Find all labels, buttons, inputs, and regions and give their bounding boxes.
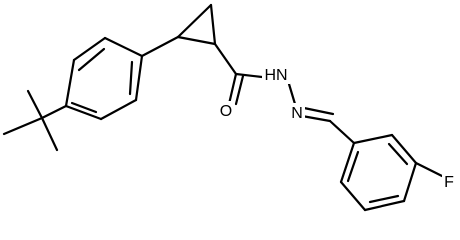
fluorine-label: F (444, 174, 454, 191)
atom-labels: O HN N F (218, 65, 456, 191)
nitrogen-label: N (291, 105, 303, 122)
fluorophenyl-ring (339, 133, 444, 212)
molecule-structure: O HN N F (2, 3, 456, 212)
cyclopropane-ring (140, 3, 217, 58)
hydrazide-linkage (213, 42, 356, 145)
oxygen-label: O (220, 103, 232, 120)
phenyl-ring (64, 36, 144, 121)
nh-label: HN (264, 67, 287, 84)
tert-butyl-group (2, 89, 68, 152)
